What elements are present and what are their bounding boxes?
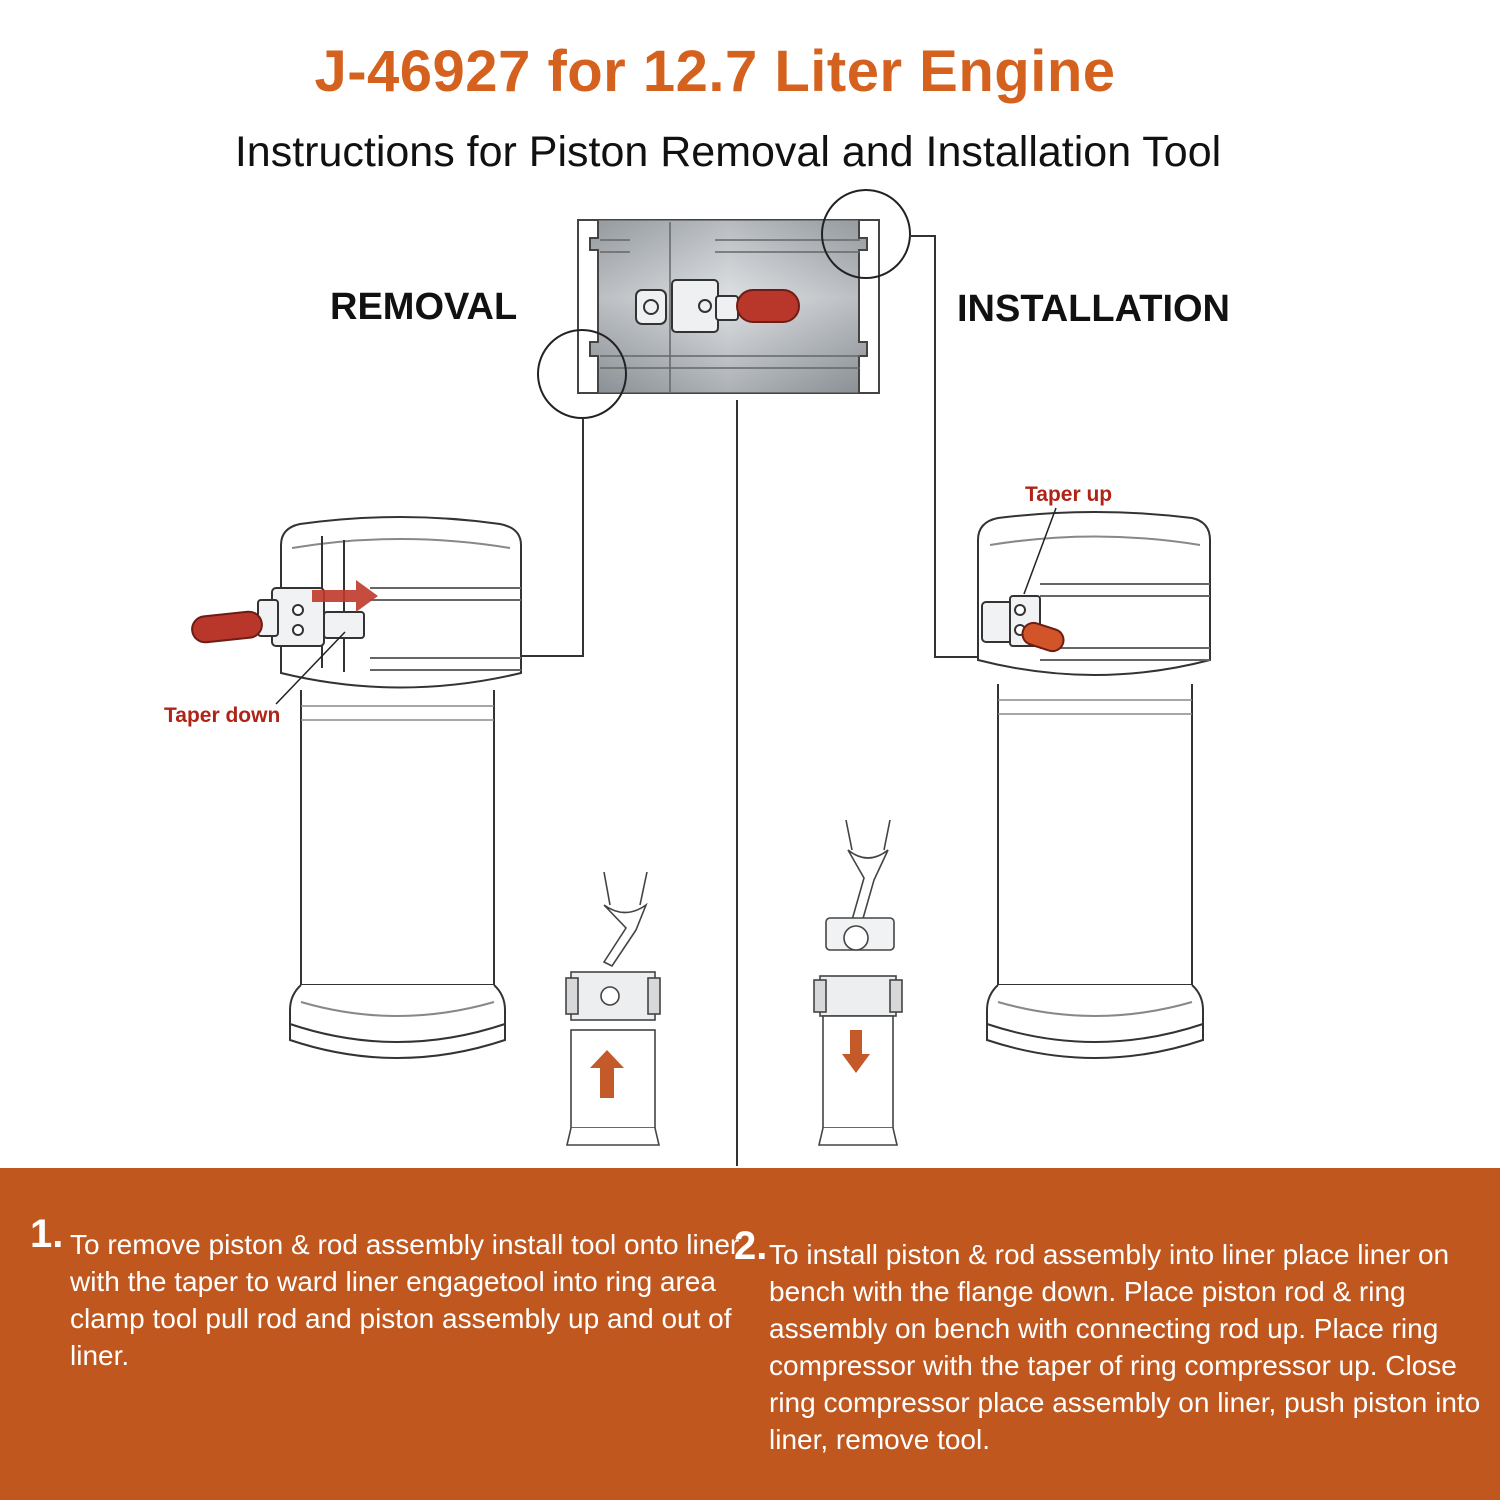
step-1-number: 1. (30, 1212, 64, 1256)
instructions-panel (0, 1168, 1500, 1500)
installation-label: INSTALLATION (957, 288, 1230, 330)
removal-up-arrow (590, 1050, 624, 1098)
installation-clamp-handle (1021, 621, 1065, 653)
taper-up-callout: Taper up (1025, 483, 1113, 506)
step-2-number: 2. (734, 1224, 768, 1268)
removal-small-assembly (565, 871, 661, 1146)
page-title: J-46927 for 12.7 Liter Engine (314, 39, 1116, 104)
page-subtitle: Instructions for Piston Removal and Inst… (234, 128, 1222, 176)
installation-leader-line (909, 235, 1000, 658)
step-1-text: To remove piston & rod assembly install … (70, 1229, 740, 1371)
removal-clamp-handle (191, 610, 263, 644)
taper-down-callout: Taper down (164, 704, 281, 727)
installation-small-assembly (813, 819, 903, 1146)
removal-direction-arrow (312, 580, 378, 612)
detail-circle-right (821, 189, 911, 279)
installation-down-arrow (842, 1030, 870, 1073)
taper-down-pointer (275, 631, 346, 705)
removal-leader-line (512, 418, 584, 657)
taper-up-pointer (1023, 507, 1057, 595)
ring-compressor-closeup (537, 189, 911, 419)
clamp-handle (736, 289, 800, 323)
removal-liner (257, 516, 522, 1059)
removal-label: REMOVAL (330, 286, 518, 328)
installation-liner (977, 511, 1211, 1059)
step-2-text: To install piston & rod assembly into li… (769, 1239, 1481, 1455)
